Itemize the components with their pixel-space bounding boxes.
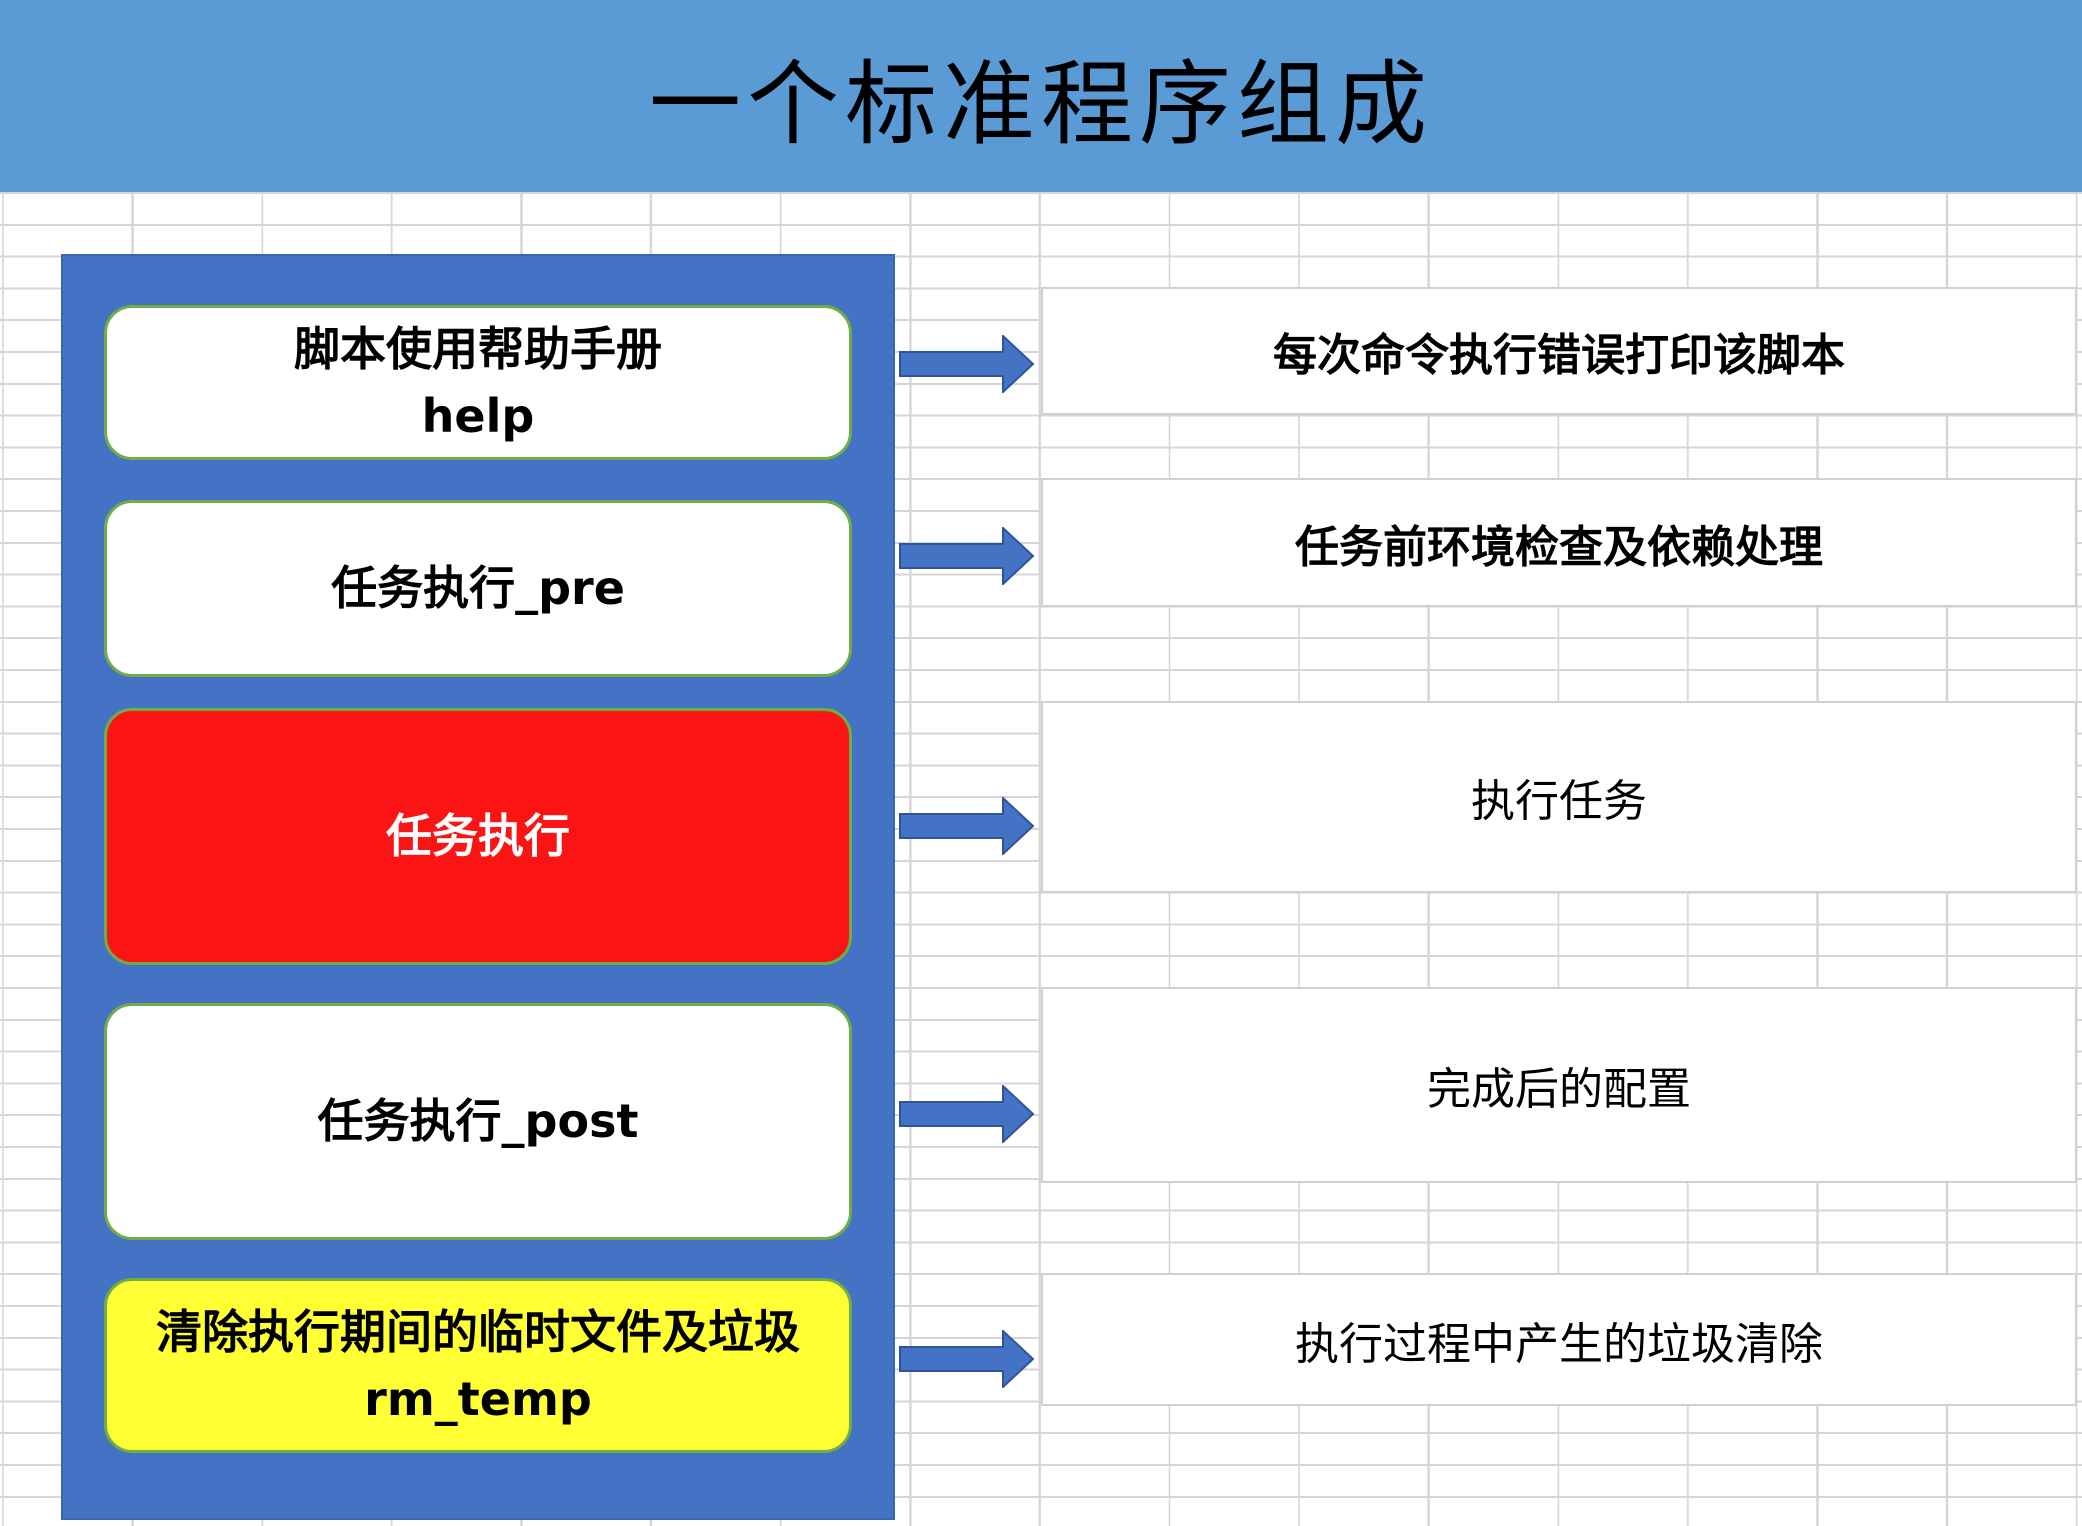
- step-label-line: 脚本使用帮助手册: [294, 321, 662, 376]
- step-box-help: 脚本使用帮助手册 help: [104, 305, 852, 460]
- step-label-line: 任务执行: [386, 809, 570, 864]
- right-arrow-icon: [899, 527, 1035, 585]
- step-box-run: 任务执行: [104, 708, 852, 965]
- step-description: 完成后的配置: [1427, 1064, 1691, 1115]
- right-arrow-icon: [899, 1330, 1035, 1388]
- step-box-pre: 任务执行_pre: [104, 500, 852, 677]
- step-description: 执行过程中产生的垃圾清除: [1295, 1318, 1823, 1370]
- right-arrow-icon: [899, 797, 1035, 855]
- right-arrow-icon: [899, 1085, 1035, 1143]
- description-cell-pre: 任务前环境检查及依赖处理: [1041, 478, 2077, 607]
- step-label-line: 任务执行_post: [317, 1094, 639, 1149]
- step-description: 执行任务: [1471, 776, 1647, 827]
- right-arrow-icon: [899, 335, 1035, 393]
- step-label-line: 清除执行期间的临时文件及垃圾: [156, 1304, 800, 1359]
- title-bar: 一个标准程序组成: [0, 0, 2082, 192]
- step-description: 任务前环境检查及依赖处理: [1295, 521, 1823, 573]
- description-cell-post: 完成后的配置: [1041, 987, 2077, 1183]
- description-cell-help: 每次命令执行错误打印该脚本: [1041, 287, 2077, 415]
- description-cell-run: 执行任务: [1041, 701, 2077, 893]
- step-label-line: help: [421, 388, 535, 443]
- description-cell-rm-temp: 执行过程中产生的垃圾清除: [1041, 1273, 2077, 1406]
- page-title: 一个标准程序组成: [648, 50, 1433, 158]
- step-box-post: 任务执行_post: [104, 1003, 852, 1240]
- step-box-rm-temp: 清除执行期间的临时文件及垃圾 rm_temp: [104, 1278, 852, 1453]
- step-description: 每次命令执行错误打印该脚本: [1273, 330, 1845, 381]
- step-label-line: rm_temp: [364, 1371, 592, 1426]
- step-label-line: 任务执行_pre: [331, 561, 625, 616]
